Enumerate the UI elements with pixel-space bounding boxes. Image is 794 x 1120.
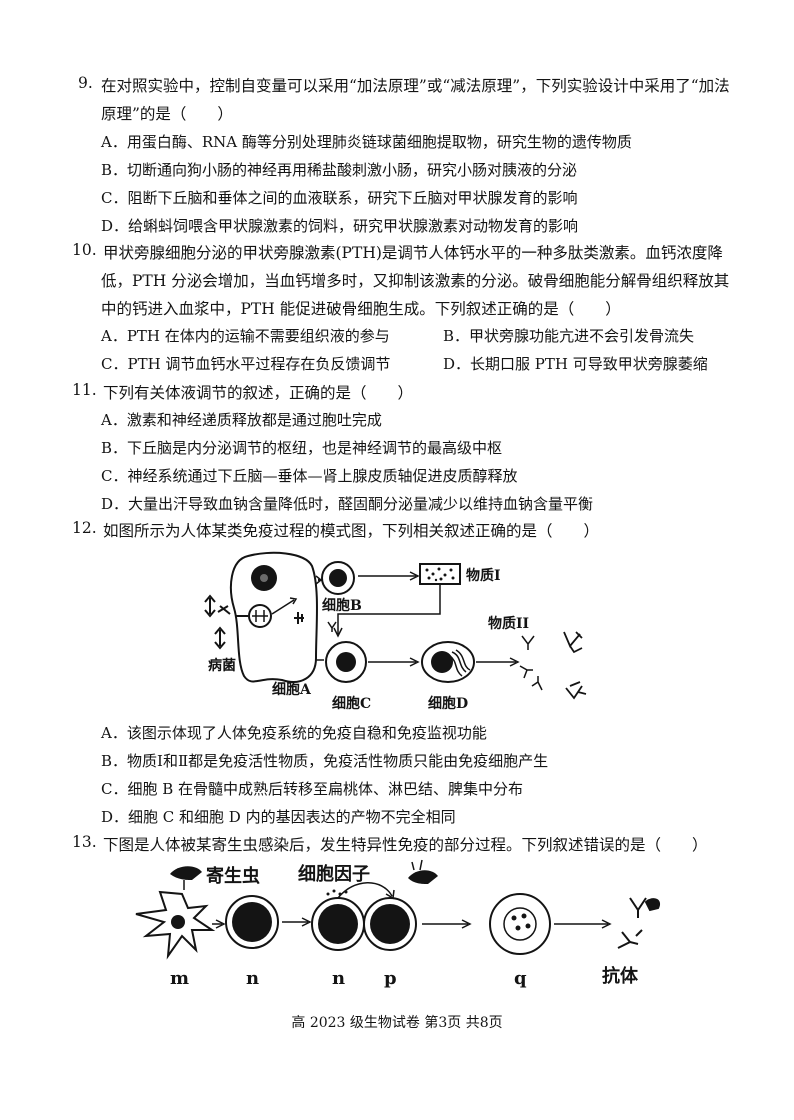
parasite-immune-figure: 寄生虫 m n 细胞因子 — [135, 859, 660, 989]
question-11-number: 11. — [72, 381, 97, 399]
question-10-option-c: C．PTH 调节血钙水平过程存在负反馈调节 — [101, 355, 391, 373]
pathogen-label: 病菌 — [208, 657, 236, 674]
cell-q-label: q — [514, 968, 527, 989]
parasite-label: 寄生虫 — [206, 865, 260, 887]
cell-a-surface-antigen — [294, 612, 304, 624]
antigen-antibody-complex — [563, 631, 587, 700]
parasite-icon-2 — [408, 870, 438, 884]
question-12-option-a: A．该图示体现了人体免疫系统的免疫自稳和免疫监视功能 — [101, 724, 487, 742]
question-9-option-a: A．用蛋白酶、RNA 酶等分别处理肺炎链球菌细胞提取物，研究生物的遗传物质 — [101, 133, 632, 151]
question-9-option-c: C．阻断下丘脑和垂体之间的血液联系，研究下丘脑对甲状腺发育的影响 — [101, 189, 578, 207]
question-12-option-b: B．物质Ⅰ和Ⅱ都是免疫活性物质，免疫活性物质只能由免疫细胞产生 — [101, 752, 549, 770]
pathogen-icon — [204, 594, 231, 650]
cell-m — [135, 890, 216, 960]
question-12-number: 12. — [72, 519, 97, 537]
question-12-option-c: C．细胞 B 在骨髓中成熟后转移至扁桃体、淋巴结、脾集中分布 — [101, 780, 524, 798]
substance-1-label: 物质Ⅰ — [466, 567, 501, 584]
question-13-stem: 下图是人体被某寄生虫感染后，发生特异性免疫的部分过程。下列叙述错误的是（ ） — [103, 836, 708, 854]
cell-m-label: m — [170, 968, 189, 989]
question-10-stem-line3: 中的钙进入血浆中，PTH 能促进破骨细胞生成。下列叙述正确的是（ ） — [101, 300, 621, 318]
immune-process-figure: 病菌 细胞A 细胞B 物质Ⅰ — [204, 551, 587, 712]
question-10-option-a: A．PTH 在体内的运输不需要组织液的参与 — [101, 327, 390, 345]
page-footer: 高 2023 级生物试卷 第3页 共8页 — [291, 1015, 503, 1031]
cell-b — [321, 561, 355, 595]
question-10-stem-line1: 甲状旁腺细胞分泌的甲状旁腺激素(PTH)是调节人体钙水平的一种多肽类激素。血钙浓… — [103, 244, 723, 262]
question-9-stem-line2: 原理”的是（ ） — [101, 105, 233, 123]
question-9-option-d: D．给蝌蚪饲喂含甲状腺激素的饲料，研究甲状腺激素对动物发育的影响 — [101, 217, 579, 235]
cell-d-label: 细胞D — [428, 695, 468, 712]
cell-n-1-label: n — [246, 968, 259, 989]
substance-2-label: 物质II — [488, 615, 529, 632]
question-11-option-b: B．下丘脑是内分泌调节的枢纽，也是神经调节的最高级中枢 — [101, 439, 503, 457]
antibody-figure-icons — [617, 897, 660, 949]
question-9-stem-line1: 在对照实验中，控制自变量可以采用“加法原理”或“减法原理”，下列实验设计中采用了… — [101, 77, 730, 95]
question-12-stem: 如图所示为人体某类免疫过程的模式图，下列相关叙述正确的是（ ） — [103, 522, 600, 540]
antibody-icons — [519, 635, 543, 691]
question-13-number: 13. — [72, 833, 97, 851]
parasite-icon — [170, 866, 202, 880]
cell-a-vesicle — [248, 604, 272, 628]
question-9-number: 9. — [78, 74, 93, 92]
cytokine-label: 细胞因子 — [298, 863, 370, 885]
question-12-option-d: D．细胞 C 和细胞 D 内的基因表达的产物不完全相同 — [101, 808, 456, 826]
cell-p-label: p — [384, 968, 397, 989]
cell-n-1 — [225, 895, 279, 949]
cell-c — [325, 641, 367, 683]
cell-d — [421, 641, 475, 683]
question-11-option-a: A．激素和神经递质释放都是通过胞吐完成 — [101, 411, 382, 429]
cell-a-label: 细胞A — [272, 681, 312, 698]
substance-1-box — [419, 563, 461, 585]
question-11-option-c: C．神经系统通过下丘脑—垂体—肾上腺皮质轴促进皮质醇释放 — [101, 467, 518, 485]
question-10-stem-line2: 低，PTH 分泌会增加，当血钙增多时，又抑制该激素的分泌。破骨细胞能分解骨组织释… — [101, 272, 730, 290]
cell-c-label: 细胞C — [332, 695, 371, 712]
question-11-stem: 下列有关体液调节的叙述，正确的是（ ） — [103, 384, 414, 402]
cell-n-2-label: n — [332, 968, 345, 989]
antibody-label: 抗体 — [602, 965, 639, 987]
question-9-option-b: B．切断通向狗小肠的神经再用稀盐酸刺激小肠，研究小肠对胰液的分泌 — [101, 161, 578, 179]
question-10-number: 10. — [72, 241, 97, 259]
cell-p — [363, 897, 417, 951]
question-10-option-d: D．长期口服 PTH 可导致甲状旁腺萎缩 — [443, 355, 708, 373]
cell-q — [489, 893, 551, 955]
cell-b-label: 细胞B — [322, 597, 362, 614]
cell-a-outline — [229, 551, 318, 683]
question-10-option-b: B．甲状旁腺功能亢进不会引发骨流失 — [443, 327, 695, 345]
question-11-option-d: D．大量出汗导致血钠含量降低时，醛固酮分泌量减少以维持血钠含量平衡 — [101, 495, 594, 513]
